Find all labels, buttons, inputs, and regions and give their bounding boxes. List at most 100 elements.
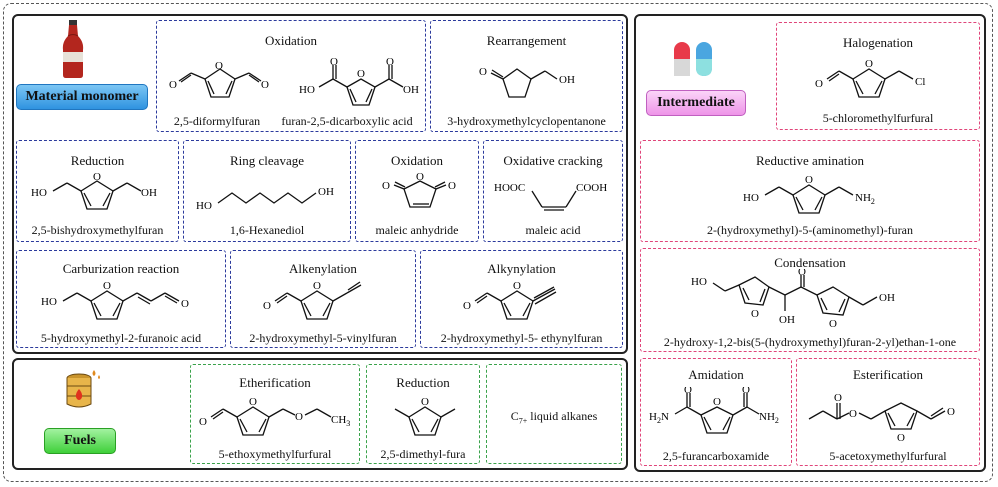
fdca-structure: O O O HO OH <box>299 57 419 106</box>
svg-text:COOH: COOH <box>576 182 607 194</box>
card-esterification: Esterification O O O O 5-acetoxymethylfu… <box>796 358 980 466</box>
svg-text:O: O <box>199 416 207 428</box>
svg-text:O: O <box>169 79 177 91</box>
svg-text:O: O <box>463 300 471 312</box>
ethoxymethylfurfural-structure: O O O CH3 <box>199 396 350 436</box>
card-title: Ring cleavage <box>230 153 304 168</box>
compound-label: furan-2,5-dicarboxylic acid <box>281 114 413 128</box>
hexanediol-structure: HO OH <box>196 186 334 212</box>
card-oxidation-diformylfuran: Oxidation O O O 2,5-diformylfuran O O O … <box>156 20 426 132</box>
outer-frame <box>3 3 993 482</box>
svg-text:OH: OH <box>779 314 795 326</box>
card-carburization: Carburization reaction O HO O 5-hydroxym… <box>16 250 226 348</box>
svg-text:OH: OH <box>403 84 419 96</box>
svg-text:O: O <box>805 174 813 186</box>
compound-label: 1,6-Hexanediol <box>229 223 305 237</box>
alkanes-label: C7+ liquid alkanes <box>510 409 598 426</box>
compound-label: 5-chloromethylfurfural <box>822 111 934 125</box>
svg-text:O: O <box>947 406 955 418</box>
compound-label: 3-hydroxymethylcyclopentanone <box>447 114 606 128</box>
card-halogenation: Halogenation O O Cl 5-chloromethylfurfur… <box>776 22 980 130</box>
fuel-barrel-icon <box>62 366 102 410</box>
compound-label: 2-hydroxy-1,2-bis(5-(hydroxymethyl)furan… <box>663 335 957 349</box>
svg-text:HO: HO <box>196 200 212 212</box>
svg-text:O: O <box>448 180 456 192</box>
maleic-acid-structure: HOOC COOH <box>494 182 607 211</box>
svg-text:CH3: CH3 <box>331 414 350 428</box>
svg-text:O: O <box>416 171 424 183</box>
card-condensation: Condensation HO O O OH O OH 2-hydroxy-1,… <box>640 248 980 352</box>
card-title: Esterification <box>852 367 924 382</box>
compound-label: maleic anhydride <box>375 223 459 237</box>
compound-label: 2,5-diformylfuran <box>173 114 261 128</box>
svg-text:O: O <box>181 298 189 310</box>
capsule-pills-icon <box>672 40 716 78</box>
card-title: Reductive amination <box>756 153 864 168</box>
svg-text:O: O <box>357 68 365 80</box>
compound-label: 2,5-dimethyl-fura <box>380 447 466 461</box>
svg-text:NH2: NH2 <box>855 192 875 206</box>
svg-text:NH2: NH2 <box>759 411 779 425</box>
compound-label: 2-(hydroxymethyl)-5-(aminomethyl)-furan <box>707 223 913 237</box>
card-oxidative-cracking: Oxidative cracking HOOC COOH maleic acid <box>483 140 623 242</box>
card-reduction-bhmf: Reduction O HO OH 2,5-bishydroxymethylfu… <box>16 140 179 242</box>
dimethylfuran-structure: O <box>394 396 456 436</box>
svg-text:OH: OH <box>141 187 157 199</box>
compound-label: 5-hydroxymethyl-2-furanoic acid <box>40 331 202 345</box>
card-amidation: Amidation O O O H2N NH2 2,5-furancarboxa… <box>640 358 792 466</box>
card-title: Reduction <box>70 153 125 168</box>
chloromethylfurfural-structure: O O Cl <box>815 58 925 98</box>
bhmf-structure: O HO OH <box>31 171 157 210</box>
svg-text:HO: HO <box>41 296 57 308</box>
furancarboxamide-structure: O O O H2N NH2 <box>649 387 779 434</box>
svg-text:O: O <box>421 396 429 408</box>
svg-text:O: O <box>713 396 721 408</box>
svg-text:O: O <box>382 180 390 192</box>
svg-text:OH: OH <box>559 74 575 86</box>
svg-text:O: O <box>330 57 338 68</box>
svg-text:O: O <box>742 387 750 396</box>
compound-label: maleic acid <box>525 223 581 237</box>
svg-text:O: O <box>834 392 842 404</box>
svg-text:O: O <box>829 318 837 330</box>
svg-text:O: O <box>815 78 823 90</box>
card-title: Oxidative cracking <box>503 153 603 168</box>
card-title: Alkynylation <box>487 261 556 276</box>
card-reductive-amination: Reductive amination O HO NH2 2-(hydroxym… <box>640 140 980 242</box>
aminomethyl-furan-structure: O HO NH2 <box>743 174 875 214</box>
svg-text:O: O <box>897 432 905 444</box>
soda-bottle-icon <box>60 20 86 78</box>
card-etherification: Etherification O O O CH3 5-ethoxymethylf… <box>190 364 360 464</box>
card-title: Alkenylation <box>289 261 357 276</box>
card-oxidation-maleic-anhydride: Oxidation O O O maleic anhydride <box>355 140 479 242</box>
compound-label: 5-ethoxymethylfurfural <box>218 447 332 461</box>
card-title: Oxidation <box>391 153 443 168</box>
svg-text:O: O <box>295 411 303 423</box>
card-rearrangement: Rearrangement O OH 3-hydroxymethylcyclop… <box>430 20 623 132</box>
bis-furan-ethanone-structure: HO O O OH O OH <box>691 269 895 330</box>
card-alkynylation: Alkynylation O O 2-hydroxymethyl-5- ethy… <box>420 250 623 348</box>
svg-text:O: O <box>386 57 394 68</box>
svg-text:O: O <box>313 280 321 292</box>
card-title: Carburization reaction <box>62 261 180 276</box>
material-monomer-badge: Material monomer <box>16 84 148 110</box>
ethynylfuran-structure: O O <box>463 280 557 320</box>
intermediate-panel <box>634 14 986 472</box>
card-title: Oxidation <box>265 33 317 48</box>
fuels-badge: Fuels <box>44 428 116 454</box>
svg-text:HO: HO <box>691 276 707 288</box>
compound-label: 2-hydroxymethyl-5- ethynylfuran <box>440 331 603 345</box>
hydroxymethylcyclopentanone-structure: O OH <box>479 66 575 98</box>
svg-text:O: O <box>261 79 269 91</box>
intermediate-badge: Intermediate <box>646 90 746 116</box>
card-reduction-dmf: Reduction O 2,5-dimethyl-fura <box>366 364 480 464</box>
svg-text:HOOC: HOOC <box>494 182 525 194</box>
card-title: Halogenation <box>842 35 914 50</box>
svg-text:O: O <box>249 396 257 408</box>
compound-label: 2-hydroxymethyl-5-vinylfuran <box>249 331 397 345</box>
svg-text:HO: HO <box>299 84 315 96</box>
compound-label: 2,5-bishydroxymethylfuran <box>31 223 164 237</box>
card-liquid-alkanes: C7+ liquid alkanes <box>486 364 622 464</box>
svg-text:O: O <box>751 308 759 320</box>
svg-text:H2N: H2N <box>649 411 669 425</box>
